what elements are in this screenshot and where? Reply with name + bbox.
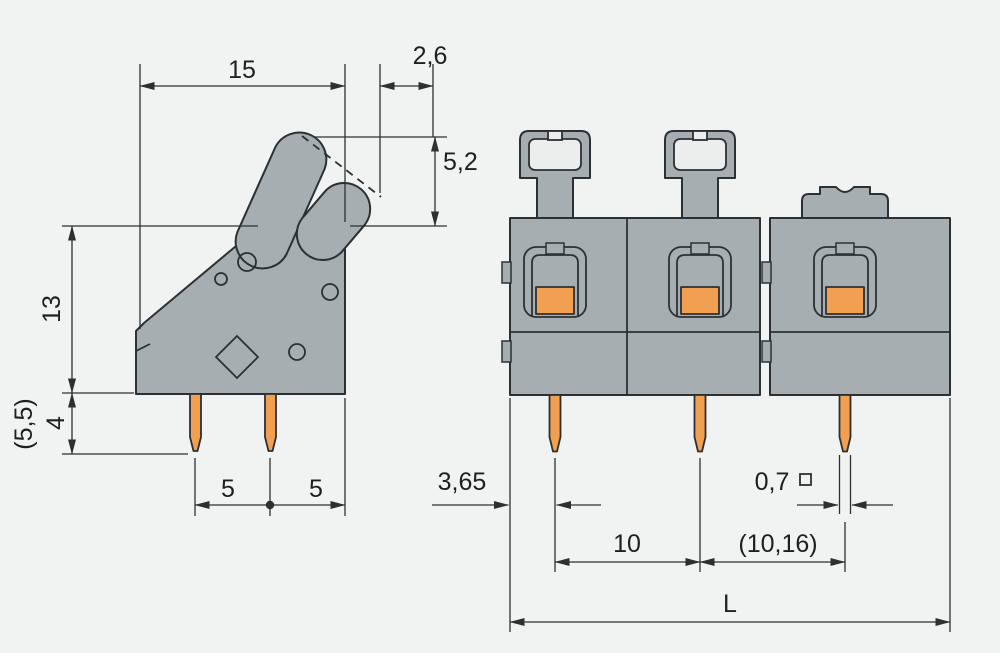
clamp-unit-3: [813, 242, 877, 318]
body-hole-right: [321, 283, 339, 301]
clamp-busbar: [535, 286, 575, 315]
dim-label-10: 10: [613, 530, 641, 558]
mounting-tab: [501, 340, 512, 363]
mounting-tab: [501, 261, 512, 284]
dim-label-13: 13: [38, 295, 66, 323]
clamp-spring: [531, 254, 579, 317]
dim-label-L: L: [723, 590, 737, 618]
push-button-notch: [692, 130, 708, 141]
dim-label-5-left: 5: [221, 475, 235, 503]
push-button-inset: [673, 138, 727, 171]
lever-open: [234, 131, 328, 270]
dim-chain-dot: [265, 500, 275, 510]
front-view: 3,65 0,7 10 (10,16) L: [432, 130, 951, 632]
clamp-unit-2: [668, 242, 732, 318]
clamp-busbar: [680, 286, 720, 315]
solder-pin-side-2: [264, 393, 277, 452]
body-hole-large: [237, 252, 257, 272]
square-symbol: [799, 473, 812, 486]
push-button-notch: [547, 130, 563, 141]
dim-label-5-right: 5: [309, 475, 323, 503]
clamp-busbar: [825, 286, 865, 315]
dim-label-0-7: 0,7: [755, 468, 790, 496]
dim-label-10-16: (10,16): [738, 530, 817, 558]
push-button-2: [664, 130, 736, 219]
body-diamond-marking: [214, 334, 260, 380]
snap-latch-top: [801, 186, 889, 219]
solder-pin-front-1: [548, 394, 562, 453]
extension-lines-front: [509, 398, 951, 632]
side-view: 15 2,6 5,2 13 (5,5) 4 5 5: [10, 42, 478, 516]
lever-alternate-position-dashed: [301, 135, 382, 198]
solder-pin-front-3: [838, 394, 852, 453]
dimension-lines-front: [432, 501, 951, 626]
body-hole-bottom: [288, 343, 306, 361]
dim-label-5-2: 5,2: [443, 148, 478, 176]
pusher-closed: [295, 182, 372, 261]
mounting-tab: [761, 340, 772, 363]
dimension-lines-side: [68, 82, 439, 510]
solder-pin-front-2: [693, 394, 707, 453]
push-button-1: [519, 130, 591, 219]
dimension-labels-front: 3,65 0,7 10 (10,16) L: [438, 468, 818, 618]
clamp-keyway: [545, 242, 565, 255]
dim-label-2-6: 2,6: [413, 42, 448, 70]
dim-label-5-5-paren: (5,5): [10, 398, 38, 449]
body-hole-small: [214, 272, 228, 286]
solder-pin-side-1: [189, 393, 202, 452]
body-notch-line: [135, 343, 151, 352]
dim-label-15: 15: [228, 56, 256, 84]
clamp-keyway: [690, 242, 710, 255]
clamp-spring: [821, 254, 869, 317]
dim-label-4: 4: [42, 416, 70, 430]
dim-label-3-65: 3,65: [438, 468, 487, 496]
clamp-unit-1: [523, 242, 587, 318]
clamp-keyway: [835, 242, 855, 255]
push-button-inset: [528, 138, 582, 171]
clamp-spring: [676, 254, 724, 317]
dimension-labels-side: 15 2,6 5,2 13 (5,5) 4 5 5: [10, 42, 478, 503]
mounting-tab: [761, 261, 772, 284]
